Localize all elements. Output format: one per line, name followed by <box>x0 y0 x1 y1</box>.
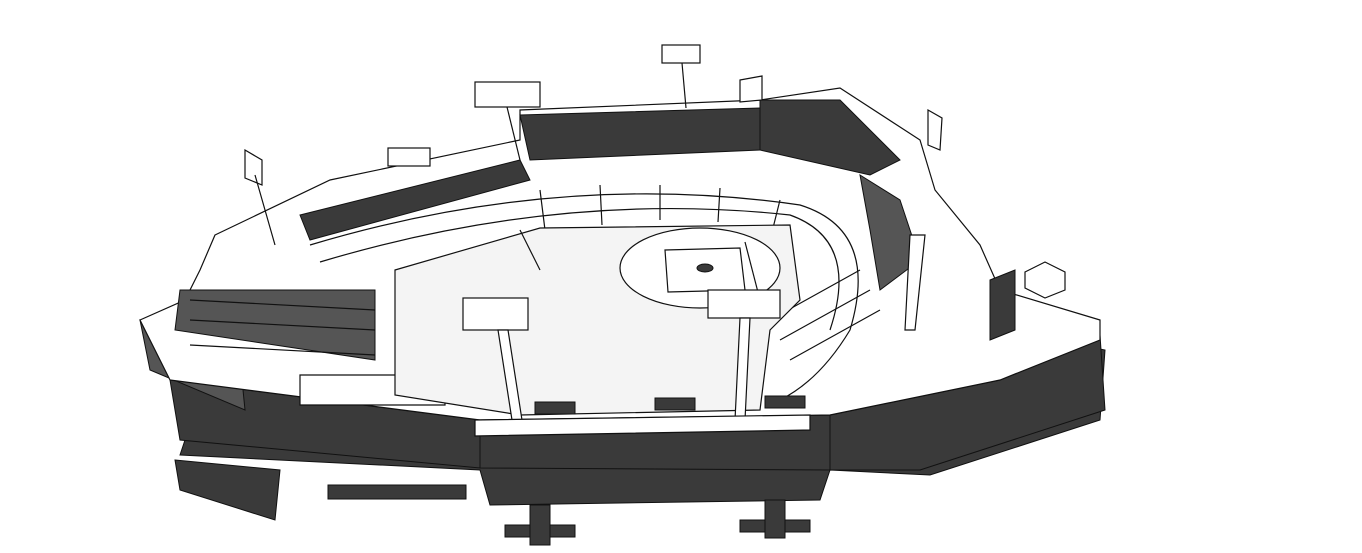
seating-bowl <box>189 184 881 401</box>
right-annex <box>739 75 1066 341</box>
ground-shadow <box>174 344 1106 546</box>
light-towers <box>244 44 943 421</box>
front-canopy <box>474 395 811 437</box>
playing-field <box>394 224 801 416</box>
